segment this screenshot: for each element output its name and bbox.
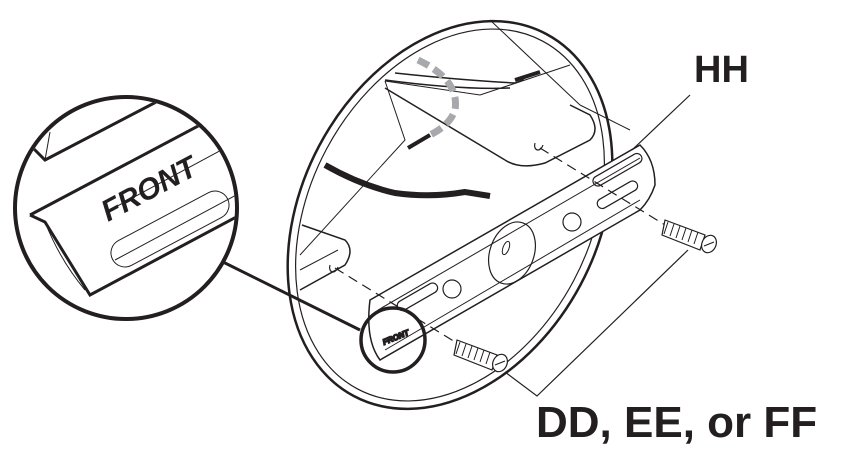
ground-wire — [416, 56, 460, 139]
callout-connector — [222, 260, 361, 332]
mounting-bracket: FRONT — [368, 144, 656, 361]
magnifier-callout: FRONT — [13, 95, 427, 374]
wires — [323, 56, 541, 199]
outlet-box — [286, 19, 631, 411]
small-magnifier-ring — [359, 306, 427, 374]
screws-label: DD, EE, or FF — [536, 398, 817, 447]
screw-lower — [453, 339, 508, 373]
leader-lines — [504, 94, 691, 397]
bracket-label: HH — [694, 49, 749, 91]
black-wire — [323, 162, 491, 199]
screw-upper — [661, 219, 717, 254]
alignment-lines — [334, 147, 666, 346]
white-wire — [394, 72, 526, 84]
